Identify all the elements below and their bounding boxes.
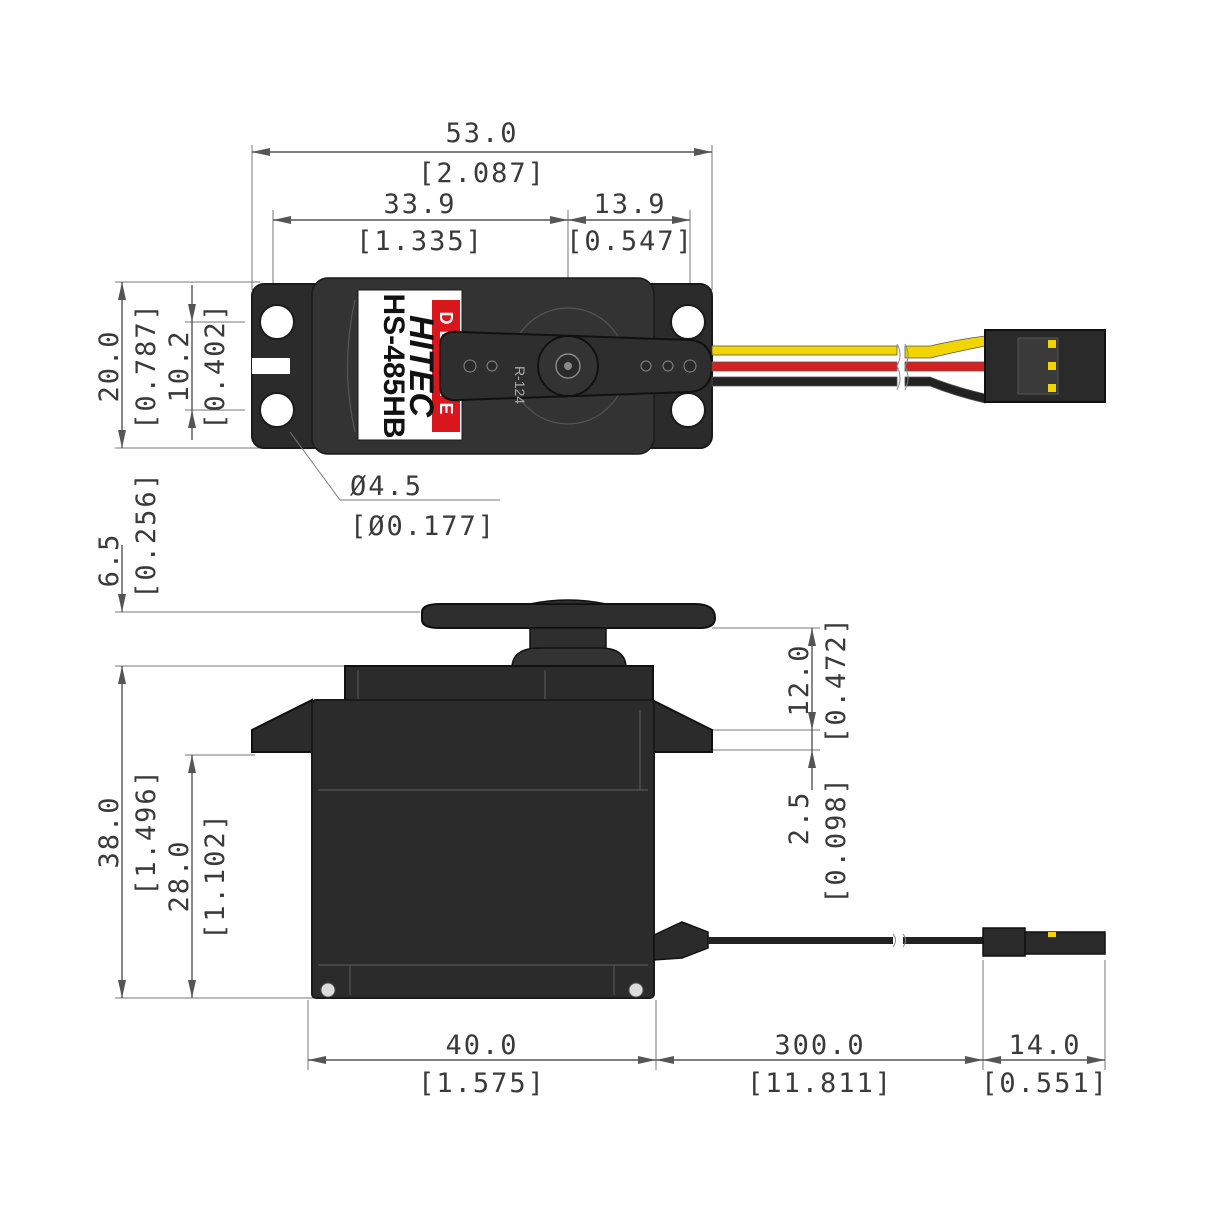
servo-horn-side (421, 603, 717, 629)
dim-hole-dia-in: [Ø0.177] (350, 511, 496, 542)
dim-left-offset-in: [1.335] (356, 226, 484, 257)
dim-height: 20.0 (94, 329, 125, 402)
dim-case-width-in: [1.575] (418, 1068, 546, 1099)
dim-lower-height-in: [1.102] (200, 812, 231, 940)
model-name: HS-485HB (377, 293, 410, 438)
dim-flange-in: [0.098] (821, 776, 852, 904)
servo-lead-top (711, 335, 986, 404)
dim-wire-length-in: [11.811] (747, 1068, 893, 1099)
dim-horn-height: 6.5 (94, 533, 125, 588)
dim-flange: 2.5 (784, 791, 815, 846)
dim-wire-length: 300.0 (774, 1030, 865, 1061)
dim-top-section-in: [0.472] (821, 616, 852, 744)
servo-connector-side (982, 927, 1106, 957)
dim-right-offset-in: [0.547] (566, 226, 694, 257)
mounting-hole (259, 304, 295, 340)
dim-overall-width-in: [2.087] (418, 158, 546, 189)
dim-hole-spacing: 10.2 (164, 329, 195, 402)
dim-overall-width: 53.0 (445, 118, 518, 149)
mounting-hole (670, 392, 706, 428)
dim-left-offset: 33.9 (383, 189, 456, 220)
dim-connector-length: 14.0 (1008, 1030, 1081, 1061)
servo-horn-arm: R-124 (439, 330, 714, 404)
horn-mark: R-124 (512, 366, 528, 404)
mounting-flange-left (251, 698, 313, 753)
dim-height-in: [0.787] (131, 302, 162, 430)
dim-connector-length-in: [0.551] (981, 1068, 1109, 1099)
mounting-flange-right (651, 698, 713, 753)
dim-lower-height: 28.0 (164, 839, 195, 912)
side-view: 6.5 [0.256] 38.0 [1.496] 28.0 [1.102] 12… (94, 471, 1109, 1099)
mounting-hole (259, 392, 295, 428)
dim-hole-dia: Ø4.5 (350, 471, 423, 502)
brand-logo: HITEC (402, 315, 440, 417)
dim-horn-height-in: [0.256] (131, 471, 162, 599)
case-side-outline (311, 699, 655, 999)
dim-right-offset: 13.9 (593, 189, 666, 220)
mounting-hole (670, 304, 706, 340)
top-view: 53.0 [2.087] 33.9 [1.335] 13.9 [0.547] 2… (94, 118, 1106, 542)
servo-connector-top (984, 329, 1106, 403)
dim-top-section: 12.0 (784, 643, 815, 716)
dim-total-height: 38.0 (94, 795, 125, 868)
dim-case-width: 40.0 (445, 1030, 518, 1061)
dim-total-height-in: [1.496] (131, 768, 162, 896)
servo-lead-side (708, 937, 893, 944)
dim-hole-spacing-in: [0.402] (200, 302, 231, 430)
